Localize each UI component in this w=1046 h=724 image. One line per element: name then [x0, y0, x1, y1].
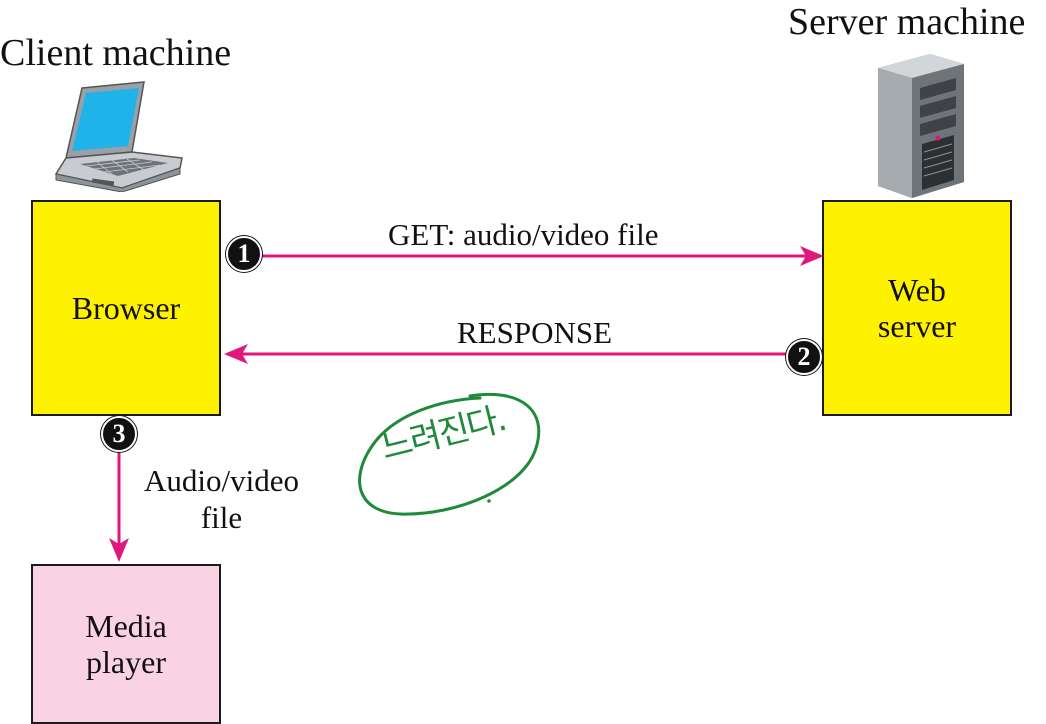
response-label: RESPONSE	[457, 315, 613, 350]
browser-label: Browser	[71, 290, 181, 326]
request-label: GET: audio/video file	[388, 217, 659, 252]
laptop-icon	[54, 81, 183, 192]
server-machine-title: Server machine	[788, 1, 1026, 43]
client-machine-title: Client machine	[0, 32, 232, 74]
step-2-badge: 2	[786, 339, 822, 375]
annotation-circle	[358, 392, 541, 516]
step-1-badge: 1	[226, 236, 262, 272]
step-3-badge: 3	[101, 416, 137, 452]
web-server-box: Web server	[822, 200, 1012, 416]
browser-box: Browser	[31, 200, 221, 416]
response-arrow	[224, 344, 804, 364]
server-tower-icon	[878, 54, 964, 198]
annotation-dot	[487, 499, 491, 503]
web-server-label: Web server	[877, 272, 957, 344]
request-arrow	[244, 246, 824, 266]
transfer-label: Audio/video file	[144, 463, 299, 535]
media-player-box: Media player	[31, 564, 221, 724]
media-player-label: Media player	[85, 608, 167, 680]
transfer-arrow	[109, 440, 129, 562]
